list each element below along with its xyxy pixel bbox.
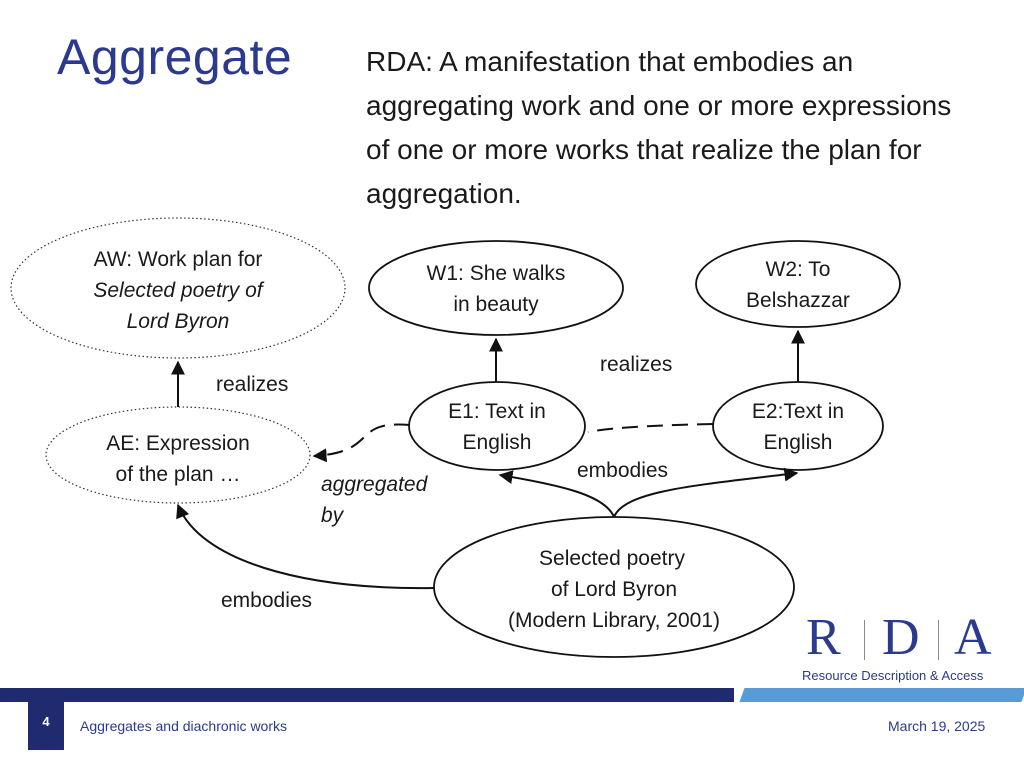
node-aw-line3: Lord Byron [127, 310, 230, 333]
node-e2: E2:Text in English [712, 381, 884, 471]
logo-divider [938, 620, 939, 660]
logo-letter-d: D [882, 609, 920, 666]
node-ae-line1: AE: Expression [106, 432, 250, 455]
edge-manifestation-embodies-e2 [613, 467, 799, 518]
footer-band [0, 688, 1024, 704]
node-w1-line1: W1: She walks [427, 262, 566, 285]
definition-text: RDA: A manifestation that embodies an ag… [366, 46, 952, 209]
footer-section-title: Aggregates and diachronic works [80, 718, 288, 734]
logo-letter-r: R [806, 609, 841, 666]
label-aggregated-by-2: by [321, 504, 345, 527]
node-e2-line2: English [764, 431, 833, 454]
rda-logo: R D A Resource Description & Access [802, 610, 1002, 686]
logo-letter-a: A [954, 609, 992, 666]
node-e1-line2: English [463, 431, 532, 454]
footer-date: March 19, 2025 [888, 718, 986, 734]
node-aw: AW: Work plan for Selected poetry of Lor… [10, 217, 346, 359]
node-e2-line1: E2:Text in [752, 400, 844, 423]
node-w1: W1: She walks in beauty [368, 240, 624, 336]
label-realizes-ae: realizes [216, 373, 288, 396]
node-manifestation-line2: of Lord Byron [551, 578, 677, 601]
label-embodies-e: embodies [577, 459, 668, 482]
node-w2-line1: W2: To [766, 258, 831, 281]
node-aw-line2: Selected poetry of [93, 279, 264, 302]
edge-manifestation-embodies-ae [176, 503, 435, 590]
node-w2-line2: Belshazzar [746, 289, 850, 312]
edge-manifestation-embodies-e1 [498, 470, 615, 518]
node-ae-line2: of the plan … [116, 463, 241, 486]
node-aw-line1: AW: Work plan for [94, 248, 263, 271]
node-manifestation: Selected poetry of Lord Byron (Modern Li… [433, 516, 795, 658]
node-manifestation-line3: (Modern Library, 2001) [508, 609, 720, 632]
slide-title: Aggregate [57, 29, 293, 85]
logo-tagline: Resource Description & Access [802, 668, 984, 683]
logo-divider [864, 620, 865, 660]
node-w2: W2: To Belshazzar [695, 240, 901, 328]
label-aggregated-by-1: aggregated [321, 473, 429, 496]
node-w1-line2: in beauty [453, 293, 539, 316]
label-realizes-e: realizes [600, 353, 672, 376]
slide-number: 4 [28, 702, 64, 750]
node-manifestation-line1: Selected poetry [539, 547, 685, 570]
edge-e2-aggregated-by-ae [587, 423, 714, 433]
node-e1-line1: E1: Text in [448, 400, 546, 423]
edge-e1-aggregated-by-ae [312, 423, 411, 463]
node-ae: AE: Expression of the plan … [45, 406, 311, 504]
label-embodies-ae: embodies [221, 589, 312, 612]
node-e1: E1: Text in English [408, 381, 586, 471]
